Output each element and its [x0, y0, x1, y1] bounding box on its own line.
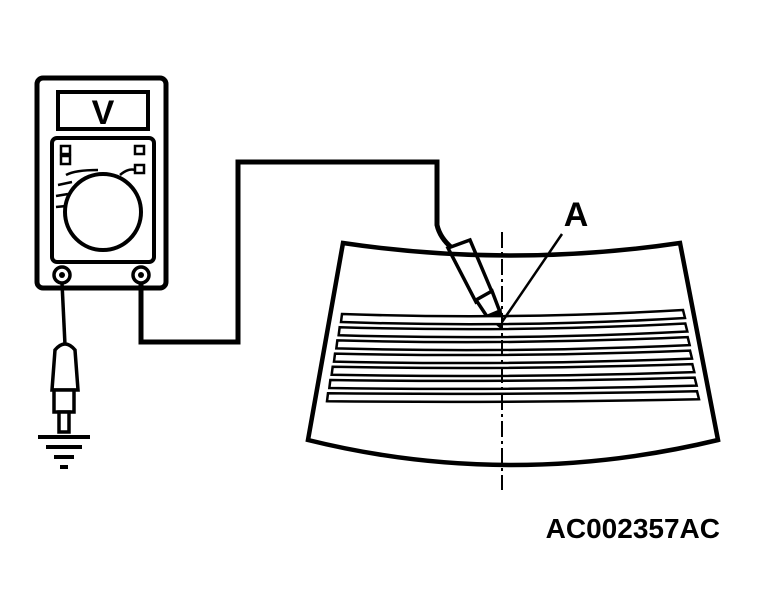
- meter-scale-arc: [55, 204, 67, 209]
- window-outline: [305, 240, 721, 468]
- callout-leader-line: [500, 233, 564, 323]
- positive-lead-wire: [138, 159, 454, 345]
- defogger-grid-line: [330, 362, 696, 378]
- meter-range-mark: [59, 144, 72, 156]
- probe-grip: [52, 388, 76, 414]
- ground-lead-wire: [60, 282, 67, 346]
- meter-range-mark: [133, 144, 146, 156]
- callout-label: A: [564, 196, 589, 234]
- defogger-grid: [325, 308, 701, 404]
- ground-icon: [38, 435, 90, 469]
- defogger-grid-line: [325, 389, 701, 404]
- rear-window-icon: [305, 232, 721, 490]
- meter-display-window: [56, 90, 150, 131]
- figure-code: AC002357AC: [546, 513, 720, 544]
- meter-scale-arc: [55, 192, 69, 198]
- meter-display-text: V: [92, 94, 115, 132]
- meter-scale-arc: [57, 180, 73, 187]
- probe-icon: [50, 342, 80, 392]
- defogger-grid-line: [332, 349, 694, 365]
- meter-dial-knob: [63, 172, 143, 252]
- defogger-grid-line: [327, 376, 699, 391]
- ground-probe-lead: [50, 282, 80, 434]
- window-probe-handle: [445, 237, 495, 305]
- meter-scale-arc: [119, 168, 136, 176]
- meter-terminal-com-center: [59, 272, 65, 278]
- meter-scale-arc: [65, 168, 99, 177]
- meter-terminal-v-center: [138, 272, 144, 278]
- meter-dial-panel: [50, 136, 156, 264]
- defogger-grid-line: [339, 308, 687, 326]
- probe-tip: [57, 410, 71, 434]
- defogger-grid-line: [337, 322, 689, 339]
- meter-range-mark: [59, 154, 72, 166]
- voltmeter-icon: [34, 75, 169, 291]
- defogger-grid-line: [334, 335, 692, 352]
